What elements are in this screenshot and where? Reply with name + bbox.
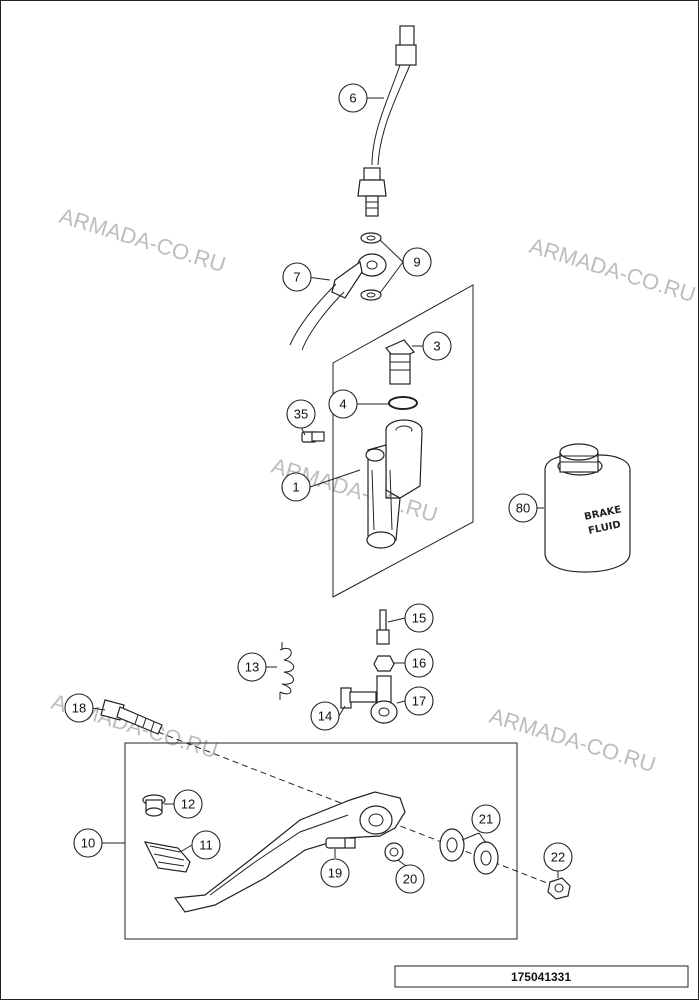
svg-text:13: 13	[245, 660, 259, 675]
pedal-tip-part	[143, 841, 191, 873]
reservoir-cap-part	[385, 339, 415, 385]
screw-35-part	[301, 431, 325, 443]
bushing-20-part	[384, 842, 404, 862]
svg-text:18: 18	[72, 701, 86, 716]
drawing-number-box: 175041331	[394, 965, 689, 988]
svg-text:3: 3	[433, 339, 440, 354]
svg-text:6: 6	[349, 91, 356, 106]
brake-fluid-bottle-part: BRAKE FLUID	[544, 443, 631, 573]
pin-part	[325, 837, 356, 849]
callout-35: 35	[286, 399, 316, 429]
svg-text:80: 80	[516, 501, 530, 516]
nut-22-part	[547, 877, 571, 900]
svg-text:4: 4	[339, 397, 346, 412]
master-cylinder-group-frame	[332, 284, 474, 598]
svg-text:35: 35	[294, 407, 308, 422]
svg-text:16: 16	[412, 656, 426, 671]
callout-21: 21	[471, 804, 501, 834]
callout-9: 9	[402, 247, 432, 277]
master-cylinder-part	[365, 419, 423, 549]
clevis-part	[370, 675, 398, 724]
callout-19: 19	[320, 858, 350, 888]
bolt-14-part	[340, 687, 377, 709]
callout-11: 11	[191, 830, 221, 860]
drawing-number: 175041331	[511, 970, 571, 984]
watermark-1: ARMADA-CO.RU	[57, 203, 229, 277]
callout-6: 6	[338, 83, 368, 113]
callout-20: 20	[395, 864, 425, 894]
pedal-group-frame	[124, 742, 518, 940]
callout-17: 17	[404, 686, 434, 716]
watermark-2: ARMADA-CO.RU	[527, 233, 699, 307]
svg-text:1: 1	[292, 480, 299, 495]
svg-text:17: 17	[412, 694, 426, 709]
callout-3: 3	[422, 331, 452, 361]
callout-13: 13	[237, 652, 267, 682]
svg-text:15: 15	[412, 611, 426, 626]
washers-part	[360, 232, 382, 301]
nut-16-part	[373, 655, 395, 672]
callout-18: 18	[64, 693, 94, 723]
svg-text:19: 19	[328, 866, 342, 881]
push-rod-part	[376, 609, 390, 645]
svg-text:21: 21	[479, 812, 493, 827]
callout-16: 16	[404, 648, 434, 678]
svg-text:20: 20	[403, 872, 417, 887]
callout-7: 7	[282, 262, 312, 292]
return-spring-part	[279, 642, 295, 700]
svg-text:10: 10	[81, 836, 95, 851]
svg-text:9: 9	[413, 255, 420, 270]
brake-hose-part	[289, 253, 387, 351]
callout-10: 10	[73, 828, 103, 858]
svg-text:12: 12	[181, 797, 195, 812]
callout-4: 4	[328, 389, 358, 419]
callout-80: 80	[508, 493, 538, 523]
o-ring-part	[388, 396, 418, 410]
bushing-part	[142, 794, 166, 817]
watermark-5: ARMADA-CO.RU	[487, 703, 659, 777]
callout-22: 22	[543, 842, 573, 872]
svg-text:7: 7	[293, 270, 300, 285]
long-bolt-part	[100, 699, 163, 735]
svg-text:14: 14	[318, 709, 332, 724]
callout-12: 12	[173, 789, 203, 819]
callout-14: 14	[310, 701, 340, 731]
brake-pedal-part	[173, 791, 406, 913]
brake-light-switch-part	[357, 25, 417, 217]
svg-text:22: 22	[551, 850, 565, 865]
callout-1: 1	[281, 472, 311, 502]
svg-text:11: 11	[199, 838, 213, 853]
bearings-part	[439, 828, 499, 875]
callout-15: 15	[404, 603, 434, 633]
